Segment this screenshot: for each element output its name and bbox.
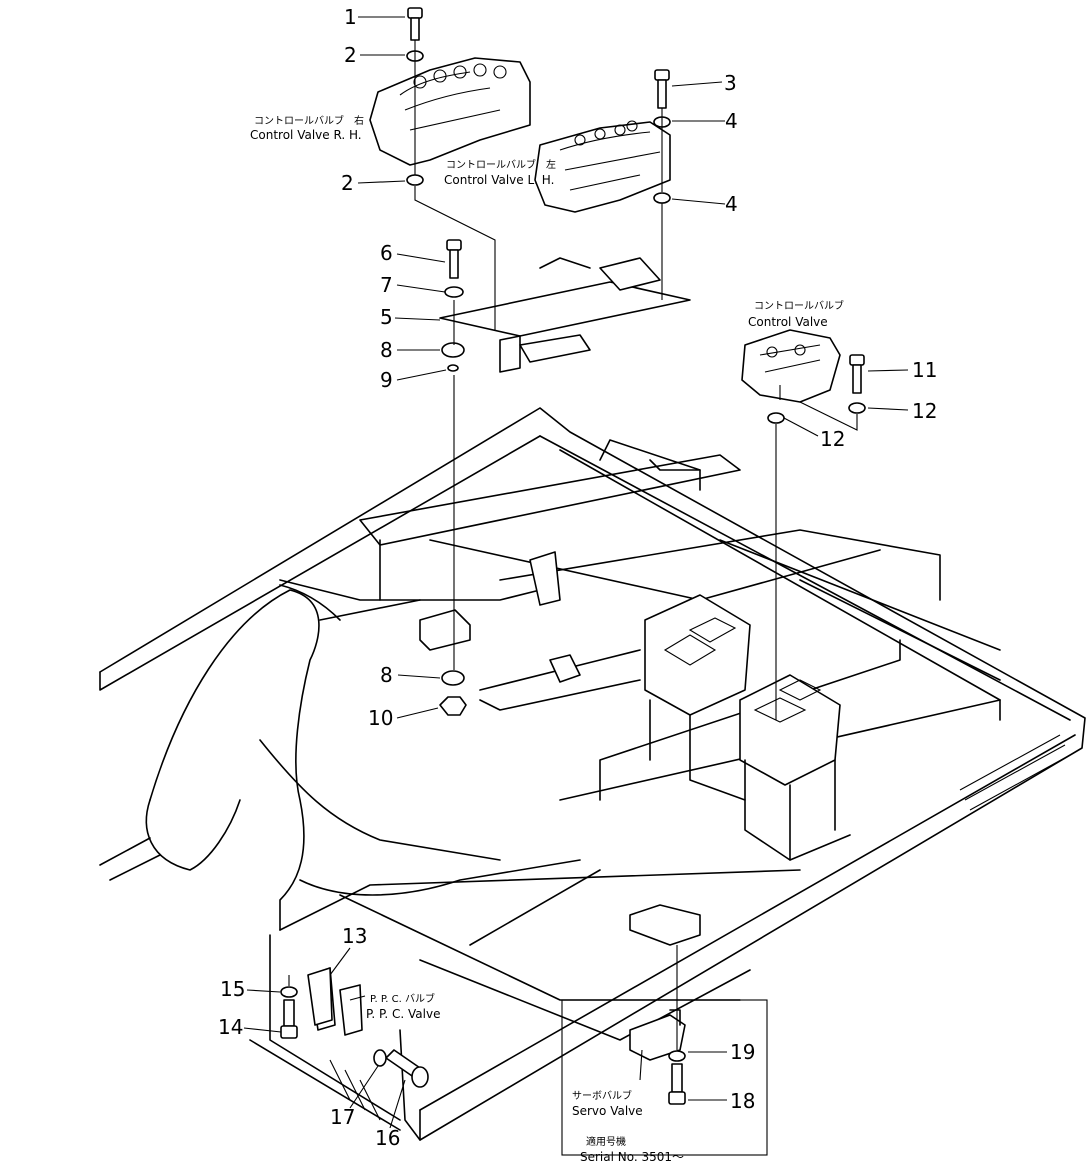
part-labels: コントロールバルブ 右 Control Valve R. H. コントロールバル… — [250, 114, 844, 1164]
revolving-frame — [99, 407, 1086, 1141]
label-cv-lh-jp: コントロールバルブ 左 — [446, 158, 556, 171]
label-cv-jp: コントロールバルブ — [754, 299, 844, 312]
servo-valve — [629, 1009, 686, 1061]
callout-6: 6 — [380, 241, 393, 265]
callout-1: 1 — [344, 5, 357, 29]
callout-numbers: 1 2 2 3 4 4 5 6 7 8 9 8 10 11 12 12 13 1… — [218, 5, 937, 1150]
callout-9: 9 — [380, 368, 393, 392]
callout-2-lower: 2 — [341, 171, 354, 195]
callout-3: 3 — [724, 71, 737, 95]
callout-8-upper: 8 — [380, 338, 393, 362]
label-cv-en: Control Valve — [748, 315, 828, 329]
callout-7: 7 — [380, 273, 393, 297]
callout-5: 5 — [380, 305, 393, 329]
assembly-lines — [288, 40, 858, 1050]
control-valve-rh — [369, 57, 531, 166]
label-serial-jp: 適用号機 — [586, 1135, 626, 1148]
callout-16: 16 — [375, 1126, 400, 1150]
callout-14: 14 — [218, 1015, 243, 1039]
label-cv-rh-jp: コントロールバルブ 右 — [254, 114, 364, 127]
callout-11: 11 — [912, 358, 937, 382]
label-ppc-jp: P. P. C. バルブ — [370, 992, 435, 1005]
hardware — [280, 7, 866, 1105]
control-valve — [741, 329, 841, 403]
callout-12-right: 12 — [912, 399, 937, 423]
label-servo-jp: サーボバルブ — [572, 1089, 632, 1102]
leader-lines — [243, 16, 909, 1129]
callout-12-lower: 12 — [820, 427, 845, 451]
valve-bracket — [439, 257, 691, 373]
callout-10: 10 — [368, 706, 393, 730]
callout-17: 17 — [330, 1105, 355, 1129]
label-ppc-en: P. P. C. Valve — [366, 1007, 440, 1021]
callout-4-upper: 4 — [725, 109, 738, 133]
label-servo-en: Servo Valve — [572, 1104, 643, 1118]
label-serial-en: Serial No. 3501～ — [580, 1150, 684, 1164]
callout-2-upper: 2 — [344, 43, 357, 67]
callout-15: 15 — [220, 977, 245, 1001]
callout-19: 19 — [730, 1040, 755, 1064]
callout-18: 18 — [730, 1089, 755, 1113]
ppc-valve — [339, 984, 366, 1036]
callout-4-lower: 4 — [725, 192, 738, 216]
callout-8-lower: 8 — [380, 663, 393, 687]
callout-13: 13 — [342, 924, 367, 948]
serial-inset-box — [561, 999, 768, 1156]
control-valve-lh — [534, 120, 671, 213]
label-cv-lh-en: Control Valve L. H. — [444, 173, 554, 187]
label-cv-rh-en: Control Valve R. H. — [250, 128, 362, 142]
